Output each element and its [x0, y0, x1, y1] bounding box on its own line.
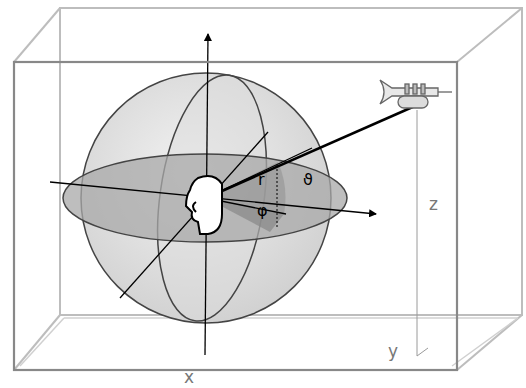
axis-label: y — [388, 343, 398, 360]
radius-label: r — [258, 172, 265, 188]
axis-label: z — [429, 196, 438, 213]
azimuth-label: φ — [257, 203, 268, 219]
elevation-label: ϑ — [303, 172, 313, 188]
axis-label: x — [184, 369, 194, 386]
